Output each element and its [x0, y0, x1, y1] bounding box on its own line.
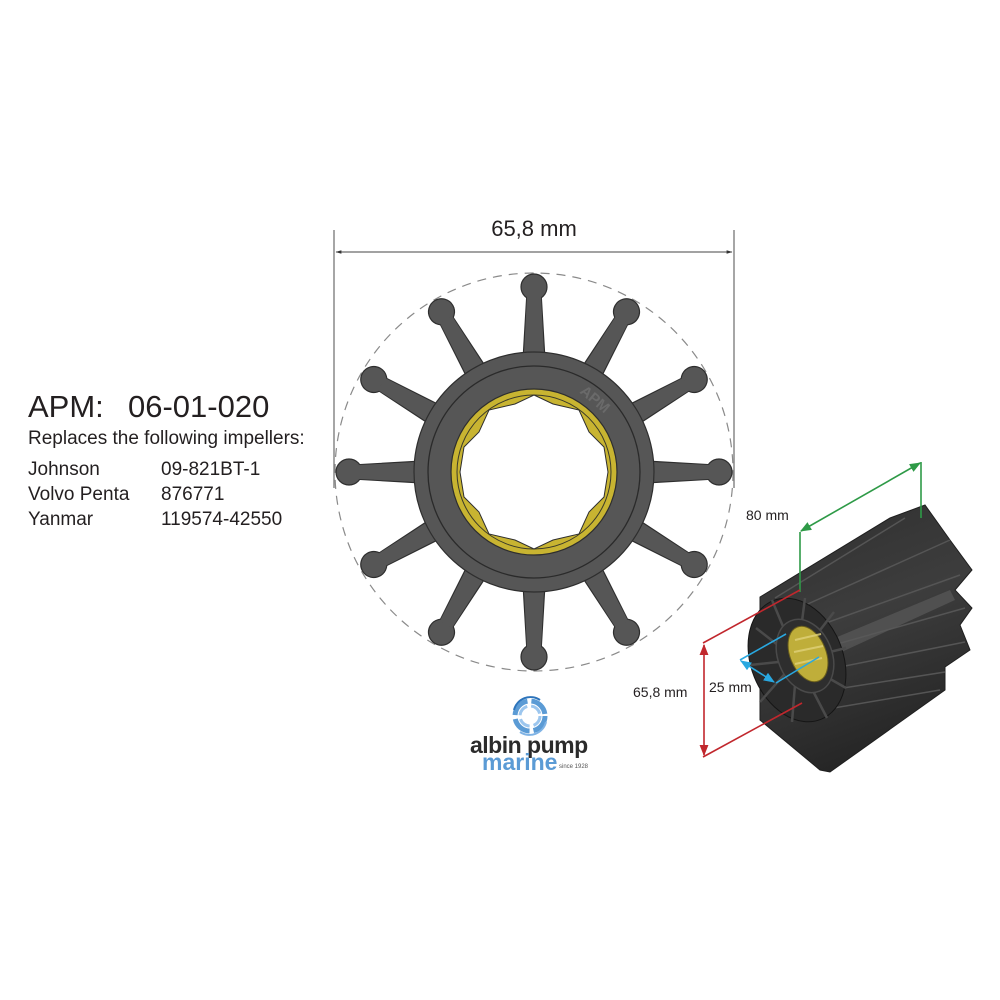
logo-line1: albin pump: [470, 732, 588, 758]
length-label: 80 mm: [746, 507, 789, 523]
diameter-dimension: 65,8 mm: [333, 216, 735, 488]
diameter-label: 65,8 mm: [491, 216, 577, 241]
apm-number: 06-01-020: [128, 389, 270, 424]
brand-name: Yanmar: [28, 509, 94, 530]
replacement-row: Yanmar 119574-42550: [28, 507, 305, 532]
bore-dimension: [739, 633, 820, 684]
replaces-subtitle: Replaces the following impellers:: [28, 428, 305, 449]
iso-diameter-dimension: [699, 589, 803, 758]
replacement-row: Johnson 09-821BT-1: [28, 457, 305, 482]
logo-line2: marine: [482, 749, 558, 775]
logo-swirl-icon: [512, 696, 548, 736]
brand-name: Johnson: [28, 459, 100, 480]
logo-since: since 1928: [559, 764, 589, 770]
length-dimension: [799, 462, 922, 592]
apm-title: APM: 06-01-020: [28, 390, 305, 424]
part-number: 119574-42550: [161, 509, 283, 530]
envelope-circle: [334, 272, 734, 672]
iso-diameter-label: 65,8 mm: [633, 684, 687, 700]
albin-pump-logo: albin pump marine since 1928: [470, 698, 590, 778]
impeller-iso-view: [747, 504, 973, 773]
spec-block: APM: 06-01-020 Replaces the following imp…: [28, 390, 305, 532]
replacement-row: Volvo Penta 876771: [28, 482, 305, 507]
replacement-list: Johnson 09-821BT-1 Volvo Penta 876771 Yanm…: [28, 457, 305, 532]
part-number: 876771: [161, 484, 225, 505]
splined-bore: [459, 394, 609, 550]
apm-label: APM:: [28, 389, 104, 424]
impeller-front-view: APM: [335, 273, 733, 671]
part-number: 09-821BT-1: [161, 459, 261, 480]
bore-label: 25 mm: [709, 679, 752, 695]
brand-name: Volvo Penta: [28, 484, 130, 505]
